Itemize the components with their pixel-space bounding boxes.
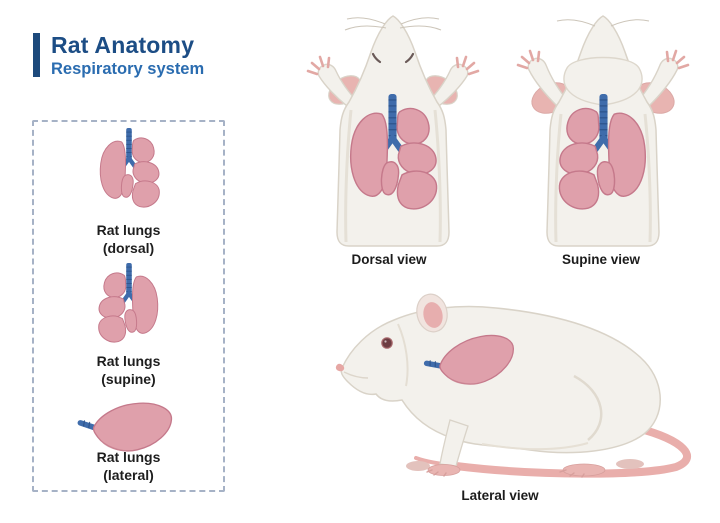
title-text-group: Rat Anatomy Respiratory system bbox=[51, 32, 205, 80]
rat-lungs-supine-illustration bbox=[86, 263, 172, 353]
title-accent-bar bbox=[33, 33, 40, 77]
legend-caption-dorsal: Rat lungs (dorsal) bbox=[96, 222, 161, 257]
rat-lungs-dorsal-illustration bbox=[86, 128, 172, 218]
rat-supine-view-illustration bbox=[516, 15, 690, 247]
legend-caption-lateral: Rat lungs (lateral) bbox=[96, 449, 161, 484]
lungs-legend-panel: Rat lungs (dorsal) Rat lungs (supine) Ra… bbox=[32, 120, 225, 492]
rat-lungs-lateral-illustration bbox=[77, 396, 181, 456]
page-title: Rat Anatomy bbox=[51, 32, 195, 58]
page-subtitle: Respiratory system bbox=[51, 60, 205, 79]
lateral-view-caption: Lateral view bbox=[461, 488, 539, 503]
rat-dorsal-view-illustration bbox=[306, 15, 480, 247]
supine-view-caption: Supine view bbox=[561, 252, 641, 267]
dorsal-view-caption: Dorsal view bbox=[351, 252, 427, 267]
title-block: Rat Anatomy Respiratory system bbox=[33, 32, 205, 80]
rat-lateral-view-illustration bbox=[335, 293, 691, 478]
legend-caption-supine: Rat lungs (supine) bbox=[96, 353, 161, 388]
